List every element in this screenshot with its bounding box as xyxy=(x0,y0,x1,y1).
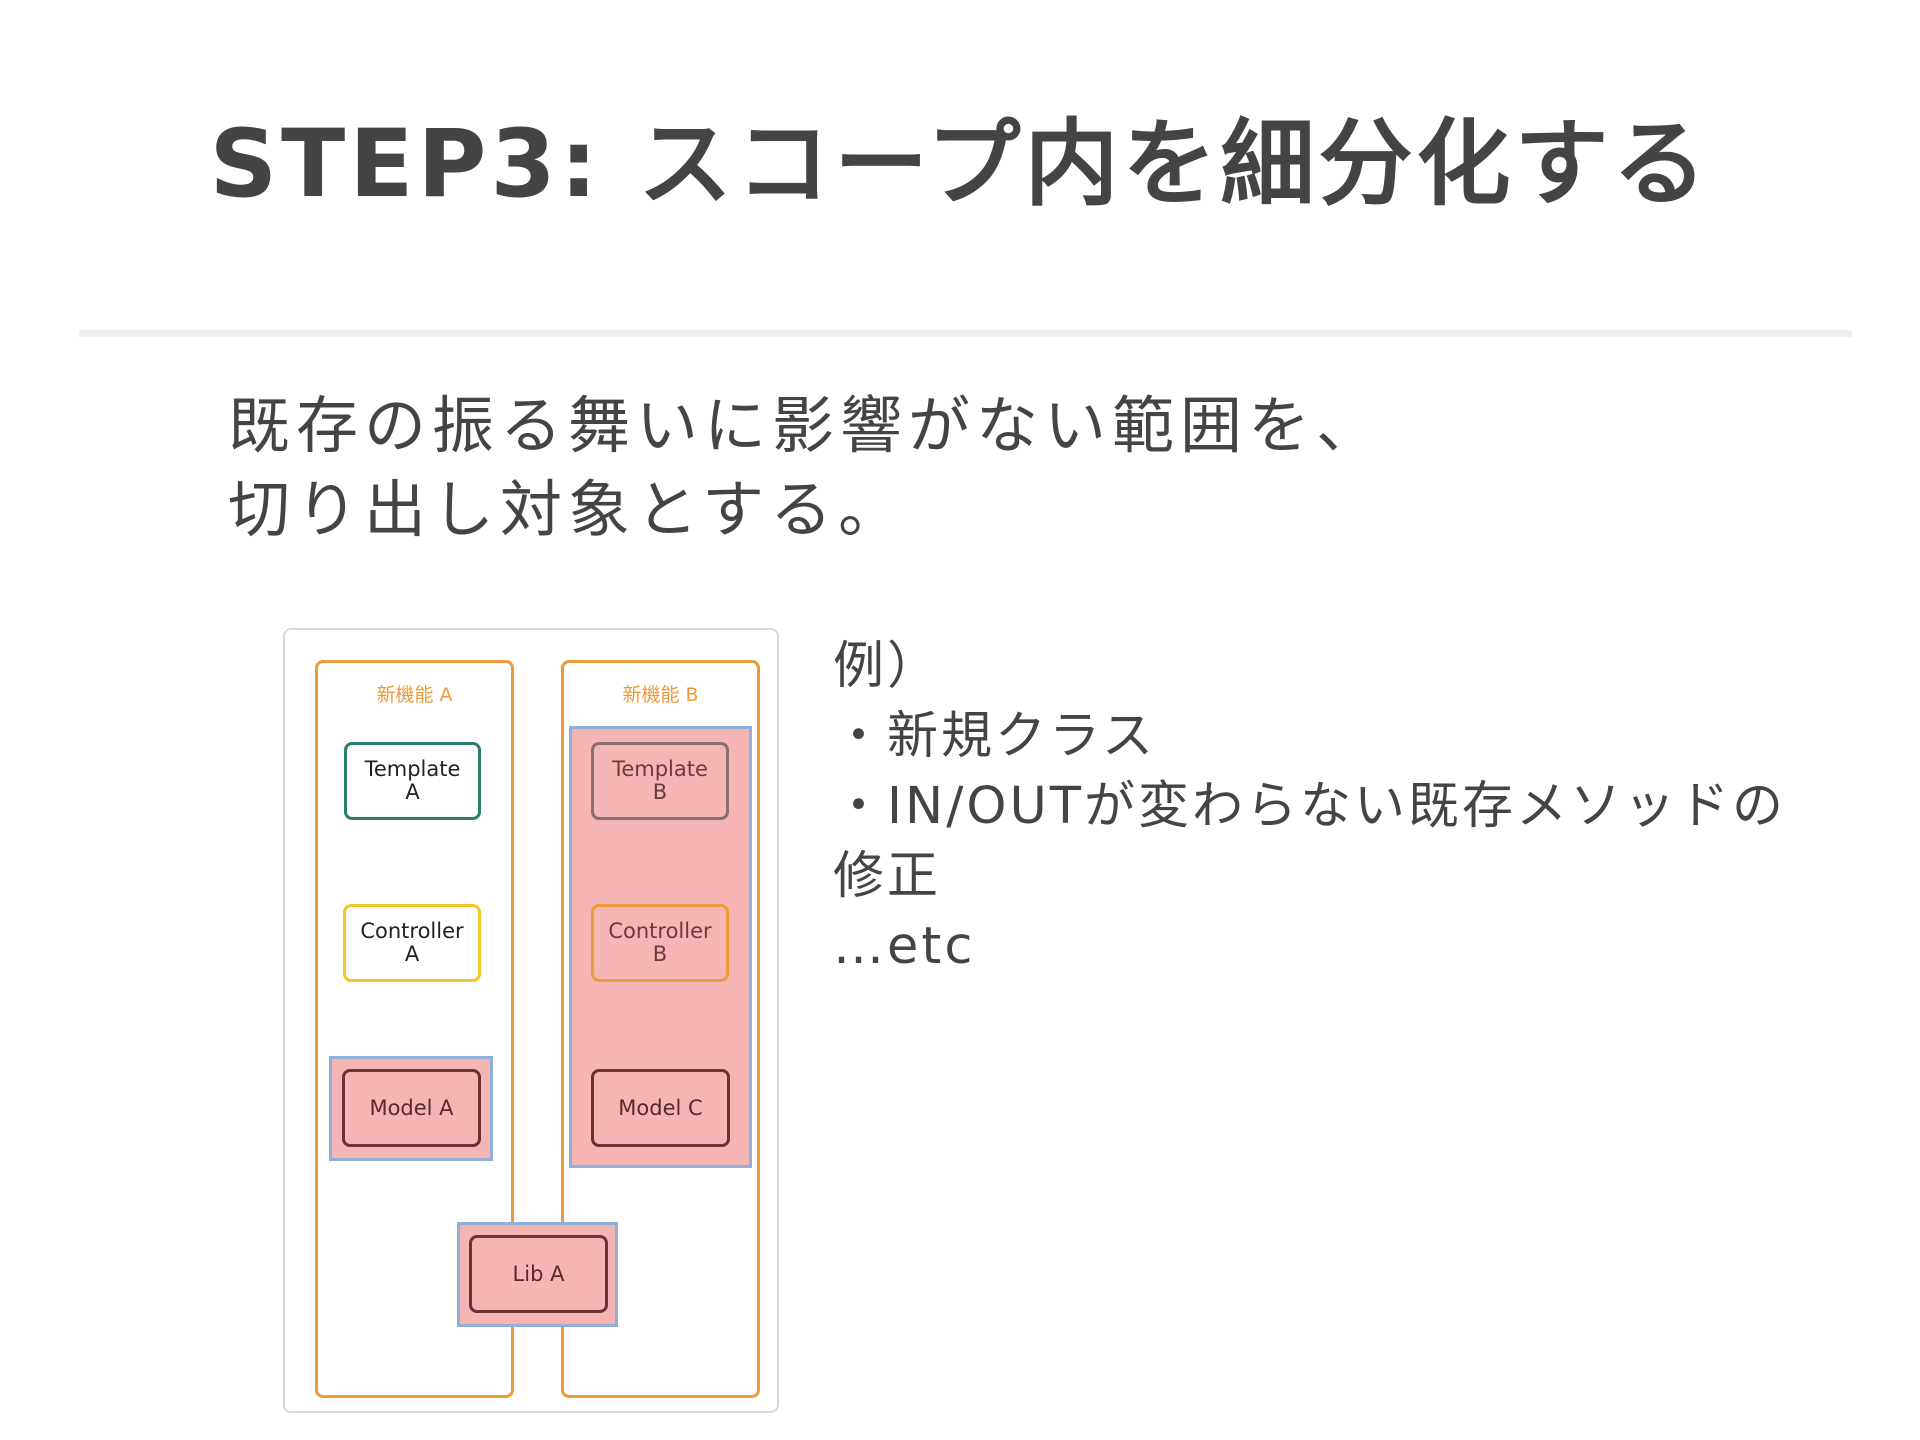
controller-b-node: Controller B xyxy=(591,904,729,982)
lib-a-node: Lib A xyxy=(469,1235,608,1313)
title-divider xyxy=(79,330,1852,337)
notes-line-1: 例） xyxy=(833,637,942,696)
notes-line-3: ・IN/OUTが変わらない既存メソッドの xyxy=(833,777,1786,836)
controller-b-line-1: Controller xyxy=(608,919,712,943)
example-notes: 例） ・新規クラス ・IN/OUTが変わらない既存メソッドの 修正 …etc xyxy=(833,632,1786,982)
notes-line-2: ・新規クラス xyxy=(833,707,1156,766)
model-c-label: Model C xyxy=(618,1095,703,1120)
notes-line-5: …etc xyxy=(833,917,976,976)
model-c-node: Model C xyxy=(591,1069,730,1147)
model-a-extract-highlight xyxy=(329,1056,493,1161)
lib-a-extract-highlight xyxy=(457,1222,618,1327)
template-b-line-1: Template xyxy=(612,757,708,781)
template-a-node: Template A xyxy=(344,742,481,820)
lib-a-label: Lib A xyxy=(512,1261,565,1286)
controller-a-line-2: A xyxy=(404,942,420,966)
model-a-node: Model A xyxy=(342,1069,481,1147)
template-a-line-1: Template xyxy=(364,757,461,781)
feature-b-extract-highlight xyxy=(569,726,752,1168)
feature-b-label: 新機能 B xyxy=(622,684,699,706)
lead-text: 既存の振る舞いに影響がない範囲を、 切り出し対象とする。 xyxy=(228,384,1384,552)
feature-a-column xyxy=(315,660,514,1398)
controller-a-line-1: Controller xyxy=(360,919,464,943)
template-a-line-2: A xyxy=(405,780,420,804)
template-b-node: Template B xyxy=(591,742,729,820)
template-b-line-2: B xyxy=(652,780,668,804)
feature-a-label: 新機能 A xyxy=(376,684,453,706)
controller-a-node: Controller A xyxy=(343,904,481,982)
architecture-diagram: 新機能 A 新機能 B Template A Controller A Mode… xyxy=(283,628,779,1413)
lead-line-1: 既存の振る舞いに影響がない範囲を、 xyxy=(228,389,1385,462)
notes-line-4: 修正 xyxy=(833,847,942,906)
slide-title: STEP3: スコープ内を細分化する xyxy=(209,110,1711,219)
controller-b-line-2: B xyxy=(652,942,668,966)
lead-line-2: 切り出し対象とする。 xyxy=(228,473,907,546)
model-a-label: Model A xyxy=(369,1095,454,1120)
feature-b-column xyxy=(561,660,760,1398)
